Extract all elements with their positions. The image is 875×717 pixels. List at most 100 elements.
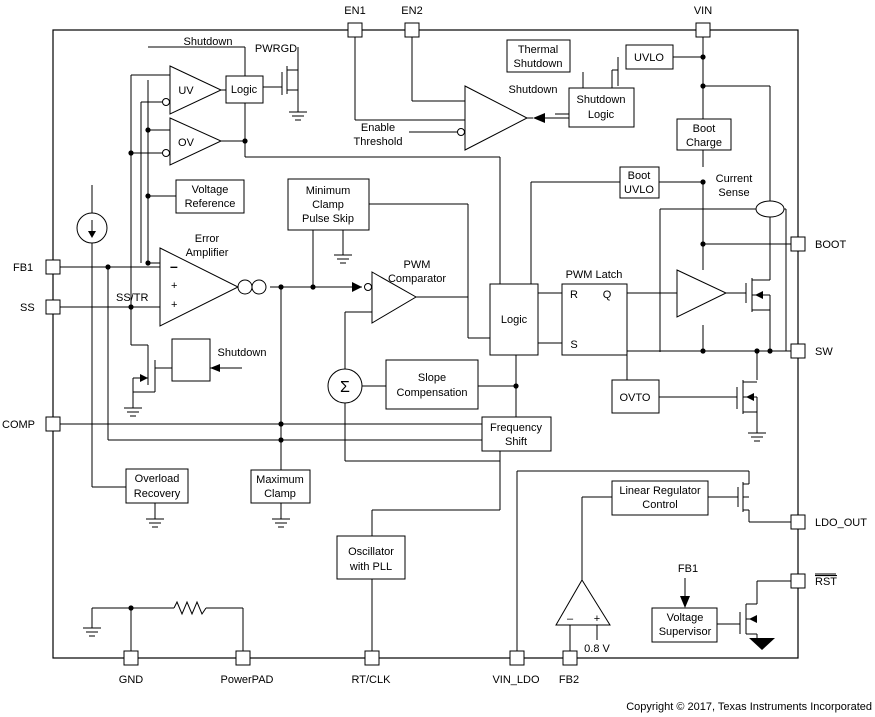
- current-source-icon: [76, 185, 108, 244]
- pin-fb2: [562, 650, 578, 666]
- svg-text:OV: OV: [178, 137, 195, 149]
- svg-text:+: +: [594, 613, 600, 625]
- logic-top: Logic: [225, 75, 264, 104]
- pwm-latch-label: PWM Latch: [566, 269, 623, 281]
- shutdown-logic: Shutdown Logic: [568, 87, 635, 128]
- svg-text:Compensation: Compensation: [397, 387, 468, 399]
- pwm-logic: Logic: [489, 283, 539, 356]
- pin-label-rst: RST: [815, 576, 837, 588]
- pin-label-powerpad: PowerPAD: [221, 674, 274, 686]
- arrow-right-icon: [352, 282, 362, 292]
- ground-icon: [83, 98, 766, 637]
- error-amplifier-label-2: Amplifier: [186, 247, 229, 259]
- pin-en1: [347, 22, 363, 38]
- minimum-clamp: Minimum Clamp Pulse Skip: [287, 178, 370, 231]
- ovto-block: OVTO: [611, 379, 660, 414]
- pwm-comparator: [364, 271, 417, 324]
- error-amplifier-label: Error: [195, 233, 220, 245]
- fb1-supervisor-label: FB1: [678, 563, 698, 575]
- svg-text:Recovery: Recovery: [134, 488, 181, 500]
- svg-text:Frequency: Frequency: [490, 422, 542, 434]
- pin-label-ldo-out: LDO_OUT: [815, 517, 867, 529]
- ref-08v-label: 0.8 V: [584, 643, 610, 655]
- svg-text:Thermal: Thermal: [518, 44, 558, 56]
- pin-squares: [45, 22, 806, 666]
- pin-label-fb1: FB1: [13, 262, 33, 274]
- svg-text:Boot: Boot: [693, 123, 716, 135]
- current-sense-icon: [755, 200, 785, 218]
- svg-text:S: S: [570, 339, 577, 351]
- copyright: Copyright © 2017, Texas Instruments Inco…: [626, 701, 872, 713]
- pin-label-boot: BOOT: [815, 239, 846, 251]
- pin-label-en1: EN1: [344, 5, 365, 17]
- svg-text:with PLL: with PLL: [349, 561, 392, 573]
- wires: [60, 36, 795, 651]
- svg-text:Logic: Logic: [588, 109, 615, 121]
- svg-text:Pulse Skip: Pulse Skip: [302, 213, 354, 225]
- voltage-supervisor: Voltage Supervisor: [651, 607, 718, 643]
- svg-text:Linear Regulator: Linear Regulator: [619, 485, 701, 497]
- thermal-shutdown: Thermal Shutdown: [506, 39, 571, 73]
- svg-text:Shift: Shift: [505, 436, 527, 448]
- pin-label-gnd: GND: [119, 674, 144, 686]
- svg-text:UVLO: UVLO: [634, 52, 664, 64]
- pin-rst: [790, 573, 806, 589]
- pin-label-comp: COMP: [2, 419, 35, 431]
- pin-en2: [404, 22, 420, 38]
- pwrgd-label: PWRGD: [255, 43, 297, 55]
- boot-charge: Boot Charge: [676, 118, 732, 151]
- enable-threshold-label-2: Threshold: [354, 136, 403, 148]
- error-amplifier: – + +: [159, 247, 267, 327]
- pin-label-sw: SW: [815, 346, 833, 358]
- svg-text:Logic: Logic: [231, 84, 258, 96]
- resistor: [173, 600, 207, 616]
- shutdown-arrow-label: Shutdown: [509, 84, 558, 96]
- svg-text:+: +: [171, 299, 177, 311]
- boot-uvlo: Boot UVLO: [619, 166, 660, 199]
- svg-text:Shutdown: Shutdown: [514, 58, 563, 70]
- enable-comparator: [457, 85, 529, 151]
- svg-text:Maximum: Maximum: [256, 474, 304, 486]
- ldo-error-amplifier: – +: [555, 579, 611, 626]
- ground-icon: [749, 638, 775, 650]
- svg-text:Minimum: Minimum: [306, 185, 351, 197]
- svg-text:Clamp: Clamp: [312, 199, 344, 211]
- svg-text:Control: Control: [642, 499, 677, 511]
- pin-label-fb2: FB2: [559, 674, 579, 686]
- ss-tr-label: SS/TR: [116, 292, 148, 304]
- enable-threshold-label: Enable: [361, 122, 395, 134]
- ss-fet-icon: [132, 360, 172, 400]
- svg-text:Boot: Boot: [628, 170, 651, 182]
- svg-text:Supervisor: Supervisor: [659, 626, 712, 638]
- svg-text:Σ: Σ: [340, 379, 350, 396]
- pwm-comparator-label-2: Comparator: [388, 273, 446, 285]
- pin-label-vin-ldo: VIN_LDO: [492, 674, 540, 686]
- svg-text:OVTO: OVTO: [620, 392, 651, 404]
- svg-text:UVLO: UVLO: [624, 184, 654, 196]
- pin-fb1: [45, 259, 61, 275]
- pin-ldo-out: [790, 514, 806, 530]
- svg-text:Voltage: Voltage: [192, 184, 229, 196]
- pin-comp: [45, 416, 61, 432]
- svg-text:Oscillator: Oscillator: [348, 546, 394, 558]
- arrow-left-icon: [533, 113, 545, 123]
- ss-shutdown-switch: [171, 338, 242, 382]
- pin-vin: [695, 22, 711, 38]
- pin-label-rt-clk: RT/CLK: [352, 674, 392, 686]
- pin-label-ss: SS: [20, 302, 35, 314]
- junction-dots: [105, 54, 773, 611]
- shutdown-label: Shutdown: [184, 36, 233, 48]
- voltage-reference: Voltage Reference: [175, 179, 245, 214]
- maximum-clamp: Maximum Clamp: [250, 469, 311, 504]
- pin-rt-clk: [364, 650, 380, 666]
- pin-label-vin: VIN: [694, 5, 712, 17]
- slope-compensation: Slope Compensation: [385, 359, 479, 410]
- svg-text:Clamp: Clamp: [264, 488, 296, 500]
- pin-boot: [790, 236, 806, 252]
- arrow-down-icon: [680, 596, 690, 608]
- svg-text:Slope: Slope: [418, 372, 446, 384]
- svg-text:R: R: [570, 289, 578, 301]
- svg-text:Voltage: Voltage: [667, 612, 704, 624]
- overload-recovery: Overload Recovery: [125, 468, 189, 504]
